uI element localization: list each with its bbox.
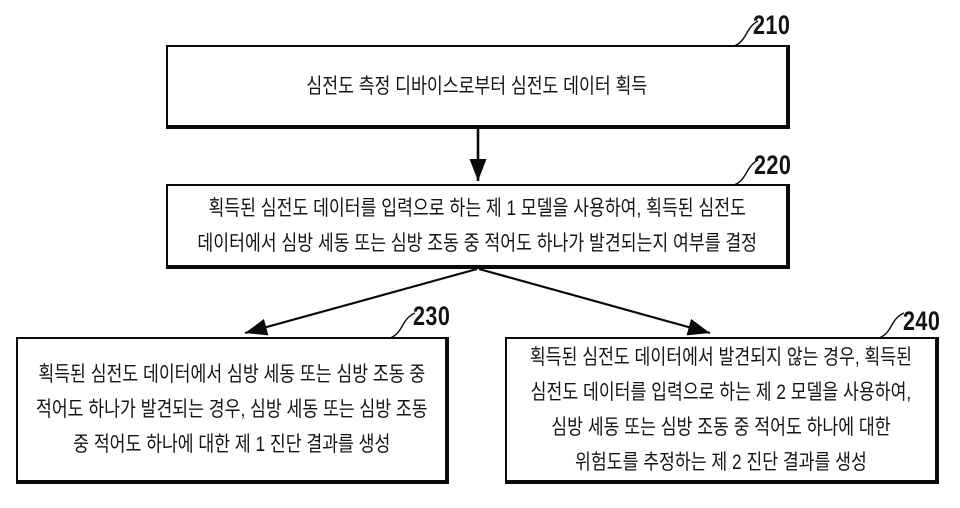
flow-step-210: 심전도 측정 디바이스로부터 심전도 데이터 획득 xyxy=(166,45,790,129)
flow-step-230: 획득된 심전도 데이터에서 심방 세동 또는 심방 조동 중 적어도 하나가 발… xyxy=(16,337,449,484)
ref-label-240: 240 xyxy=(903,306,941,336)
flow-step-240-text: 획득된 심전도 데이터에서 발견되지 않는 경우, 획득된 심전도 데이터를 입… xyxy=(529,345,913,474)
arrow-220-to-240 xyxy=(478,267,711,336)
leader-line-240 xyxy=(874,312,905,340)
flow-step-220: 획득된 심전도 데이터를 입력으로 하는 제 1 모델을 사용하여, 획득된 심… xyxy=(166,184,790,269)
flow-step-240: 획득된 심전도 데이터에서 발견되지 않는 경우, 획득된 심전도 데이터를 입… xyxy=(505,337,939,484)
ref-label-230: 230 xyxy=(413,301,451,331)
ref-label-210: 210 xyxy=(753,10,791,40)
flow-step-230-text: 획득된 심전도 데이터에서 심방 세동 또는 심방 조동 중 적어도 하나가 발… xyxy=(35,363,428,456)
ref-label-220: 220 xyxy=(754,150,792,180)
leader-line-230 xyxy=(385,312,416,340)
flow-step-220-text: 획득된 심전도 데이터를 입력으로 하는 제 1 모델을 사용하여, 획득된 심… xyxy=(197,196,757,255)
flow-step-210-text: 심전도 측정 디바이스로부터 심전도 데이터 획득 xyxy=(306,74,648,98)
